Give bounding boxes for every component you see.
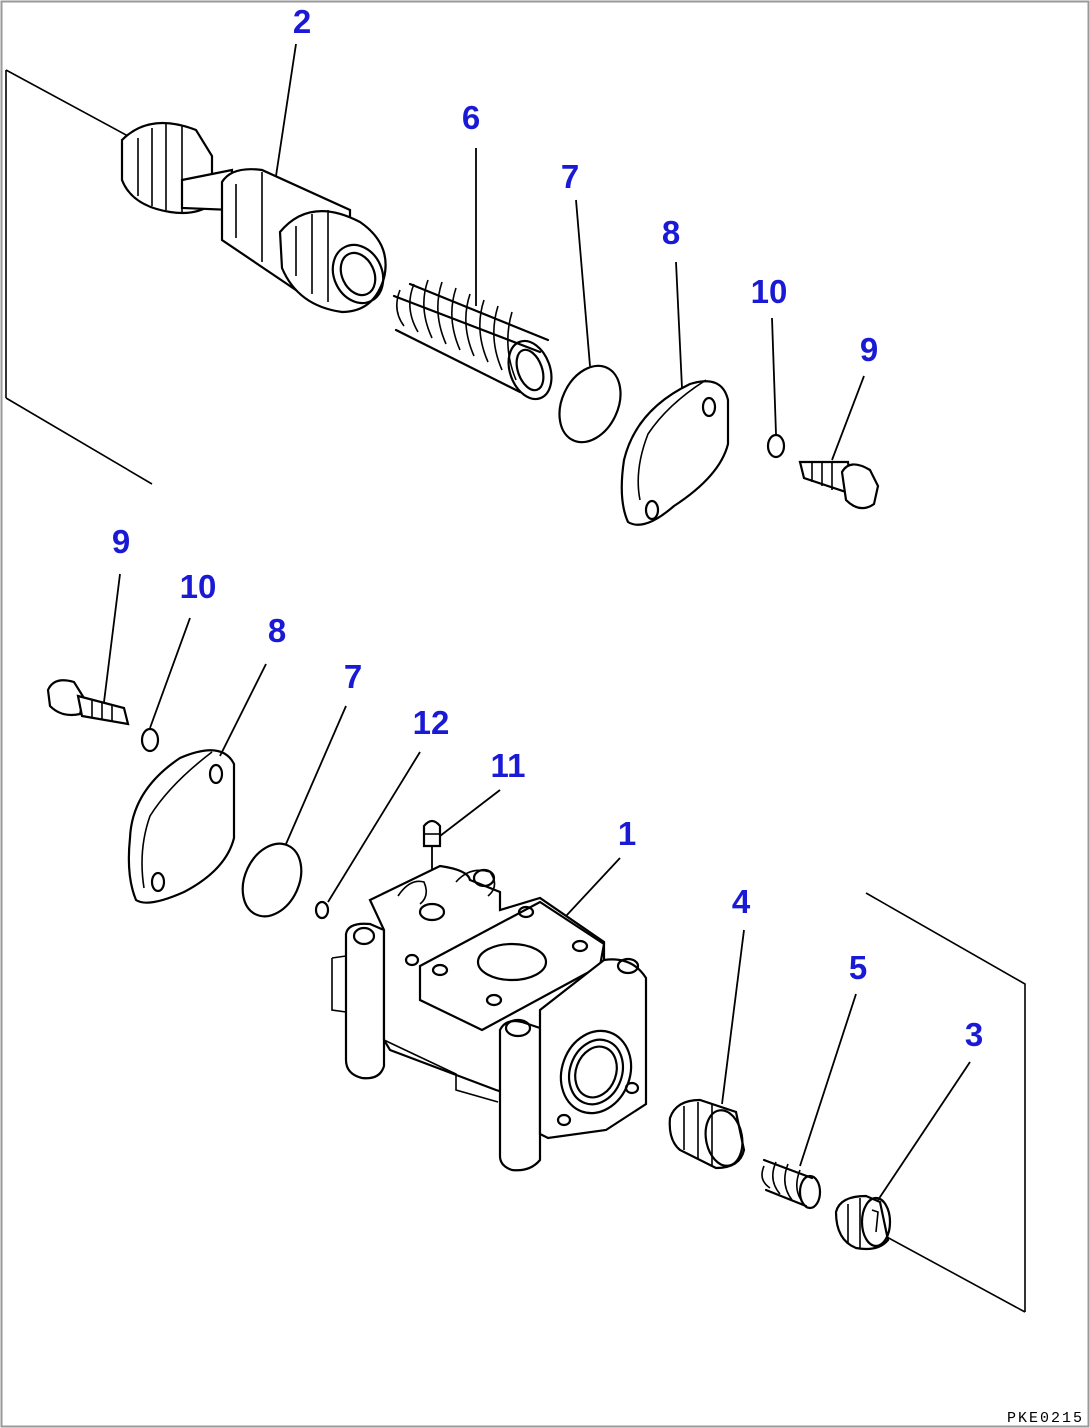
figure-code: PKE0215 xyxy=(1007,1410,1084,1427)
callout-9-top: 9 xyxy=(860,331,878,368)
spool-part-2 xyxy=(120,121,387,314)
callout-2: 2 xyxy=(293,3,311,40)
callout-1: 1 xyxy=(618,815,636,852)
washer-part-10-top xyxy=(766,433,786,459)
callout-5: 5 xyxy=(849,949,867,986)
callout-6: 6 xyxy=(462,99,480,136)
cover-part-8-left xyxy=(127,749,236,904)
washer-part-10-left xyxy=(140,727,160,753)
piston-part-4 xyxy=(668,1098,746,1170)
spring-part-6 xyxy=(392,279,553,401)
callout-4: 4 xyxy=(732,883,751,920)
leader-lines xyxy=(103,43,971,1201)
callout-12: 12 xyxy=(413,704,450,741)
cover-part-8-top xyxy=(620,379,730,526)
spring-part-5 xyxy=(761,1158,822,1210)
callout-10-left: 10 xyxy=(180,568,217,605)
callout-3: 3 xyxy=(965,1016,983,1053)
callout-10-top: 10 xyxy=(751,273,788,310)
callout-7-top: 7 xyxy=(561,158,579,195)
callout-11: 11 xyxy=(491,747,526,784)
callout-8-top: 8 xyxy=(662,214,680,251)
bolt-part-9-top xyxy=(798,460,880,510)
bolt-part-9-left xyxy=(46,679,130,726)
o-ring-part-7-top xyxy=(558,364,622,444)
o-ring-part-7-left xyxy=(241,842,303,918)
plug-part-3 xyxy=(834,1194,892,1251)
o-ring-part-12 xyxy=(314,900,330,920)
callout-7-left: 7 xyxy=(344,658,362,695)
section-line-lower-right xyxy=(865,892,1026,1313)
plug-part-11 xyxy=(422,819,442,910)
callout-9-left: 9 xyxy=(112,523,130,560)
section-line-upper-left xyxy=(5,69,153,485)
callout-8-left: 8 xyxy=(268,612,286,649)
valve-body-part-1 xyxy=(331,864,648,1172)
